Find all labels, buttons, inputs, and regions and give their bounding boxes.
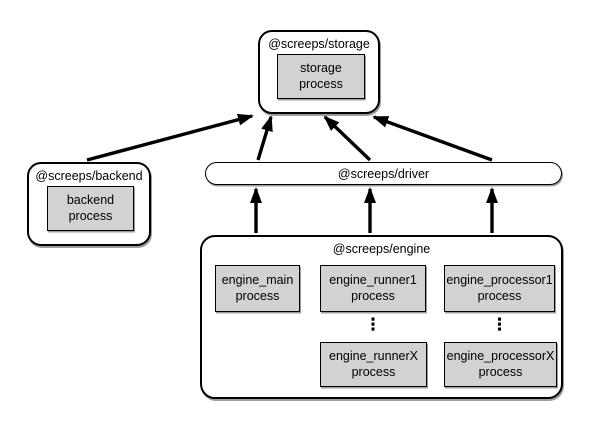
arrow-driver-to-storage-left [256,115,273,161]
backend-node-label: @screeps/backend [35,169,143,183]
engine-runnerX-process-box: engine_runnerX process [320,342,427,387]
storage-process-line2: process [299,76,343,91]
engine-processorX-process-box: engine_processorX process [444,342,557,387]
engine-main-process-box: engine_main process [215,265,300,312]
runner-ellipsis: ⋮ [364,315,382,334]
backend-process-box: backend process [47,186,134,231]
engine-runner1-process-box: engine_runner1 process [320,265,426,312]
storage-process-box: storage process [277,54,365,99]
arrow-driver-to-storage-mid [323,115,372,162]
engine-runner1-line2: process [351,288,395,303]
driver-node-label: @screeps/driver [337,166,430,181]
arrow-driver-to-storage-right [372,115,493,162]
backend-process-line1: backend [66,193,115,208]
engine-processor1-line1: engine_processor1 [446,273,553,288]
engine-processorX-line2: process [478,364,523,379]
backend-node: @screeps/backend backend process [27,162,151,246]
engine-processor1-line2: process [477,288,522,303]
processor-ellipsis: ⋮ [491,315,508,334]
backend-process-line2: process [68,208,113,223]
engine-main-line1: engine_main [221,273,294,288]
engine-node-label: @screeps/engine [332,242,431,256]
engine-main-line2: process [235,288,280,303]
storage-node: @screeps/storage storage process [258,30,380,114]
engine-processorX-line1: engine_processorX [446,349,555,364]
storage-process-line1: storage [300,61,342,76]
engine-node: @screeps/engine engine_main process engi… [200,235,563,399]
engine-runnerX-line2: process [351,364,396,379]
storage-node-label: @screeps/storage [268,37,370,51]
driver-node: @screeps/driver [205,162,562,185]
arrow-backend-to-storage [86,113,254,162]
engine-runnerX-line1: engine_runnerX [329,349,418,364]
engine-runner1-line1: engine_runner1 [329,273,417,288]
engine-processor1-process-box: engine_processor1 process [444,265,555,312]
